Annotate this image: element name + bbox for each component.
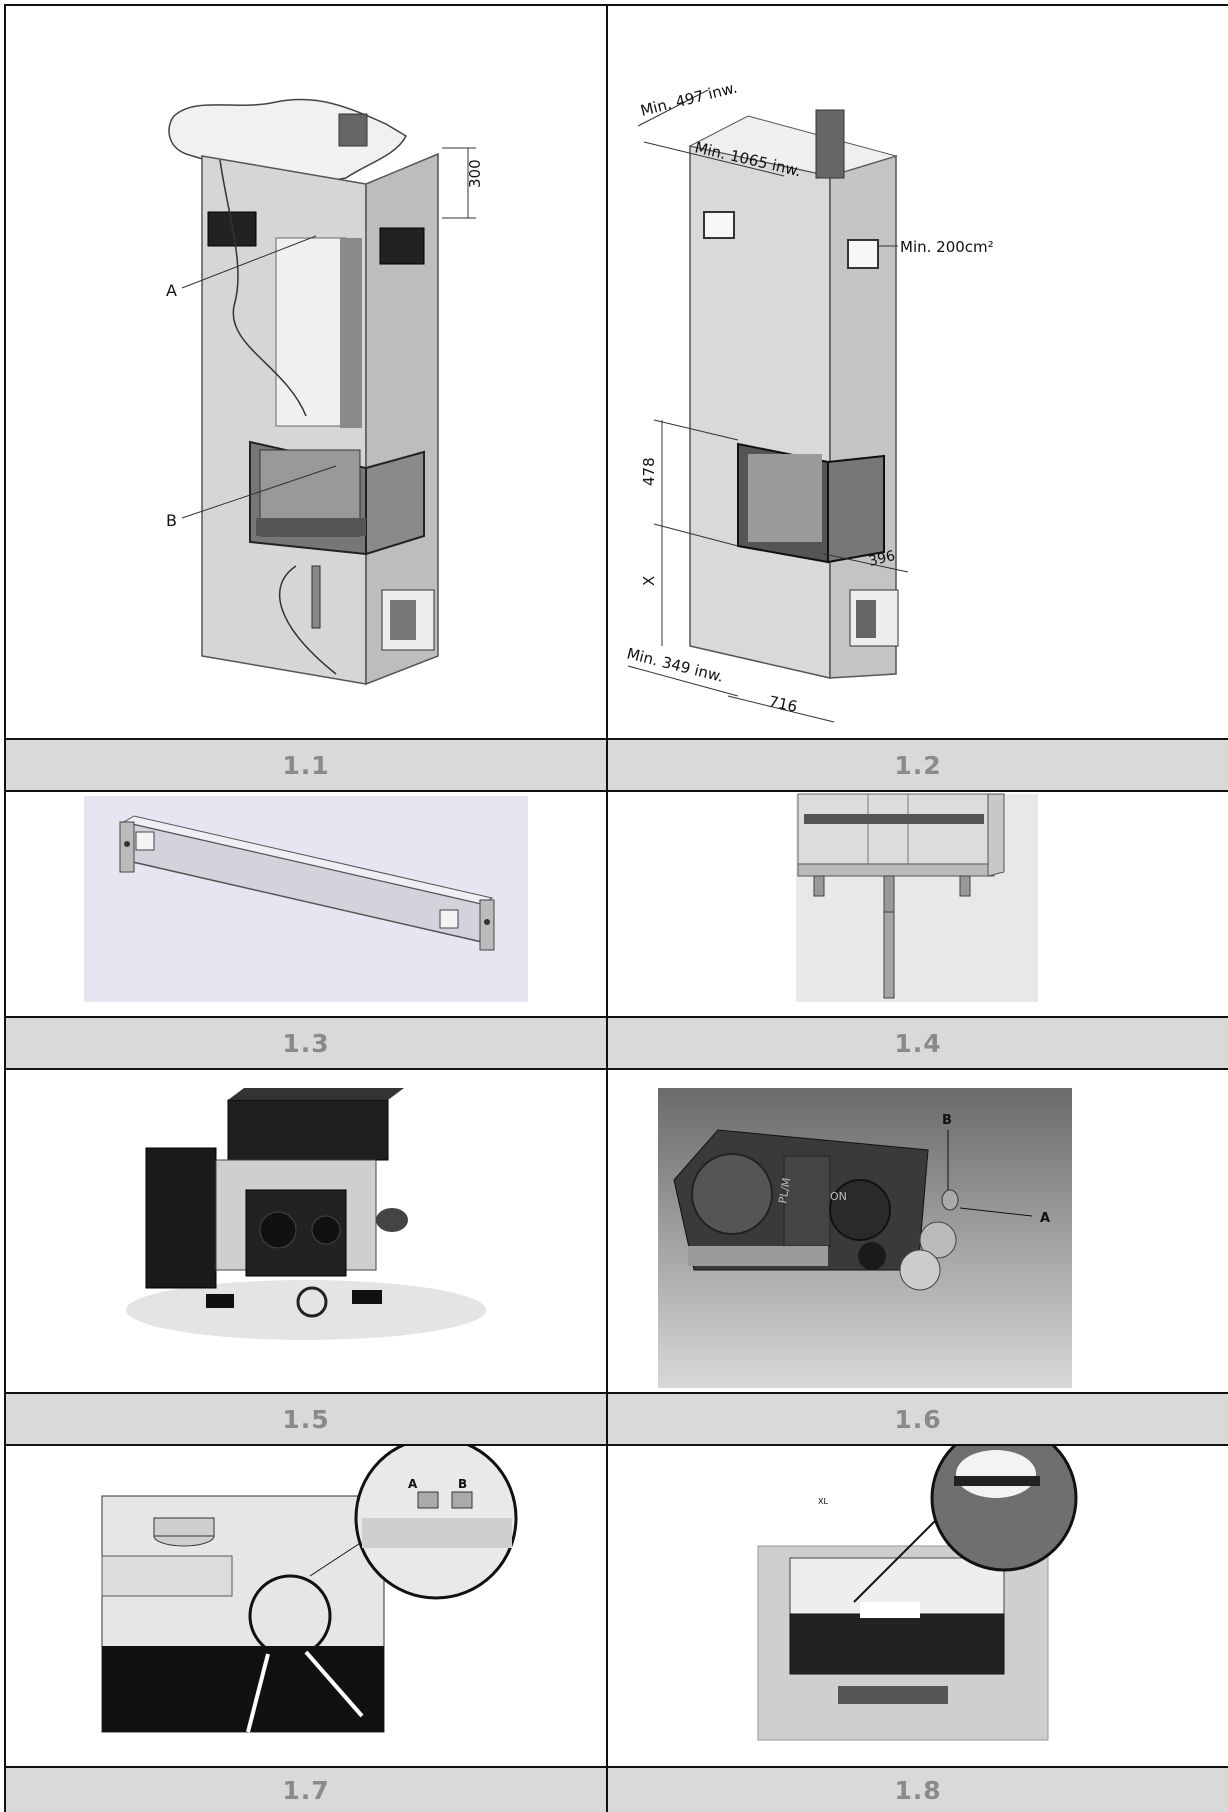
figure-1-3 (6, 792, 606, 1016)
figure-caption: 1.7 (6, 1768, 606, 1812)
figure-1-2: Min. 200cm² 478 X Min. 497 inw. Min. 106… (608, 6, 1228, 738)
grid-border-left (4, 4, 6, 1812)
grid-divider (4, 1444, 1228, 1446)
figure-grid: 300 A B Min. 200cm² (4, 4, 1228, 1812)
label-b: B (458, 1477, 467, 1491)
label-b: B (166, 511, 177, 530)
label-a: A (408, 1477, 418, 1491)
figure-caption: 1.4 (608, 1018, 1228, 1068)
figure-caption: 1.8 (608, 1768, 1228, 1812)
grid-divider (4, 1016, 1228, 1018)
dim-label-300: 300 (466, 159, 484, 188)
vent-label: Min. 200cm² (900, 238, 994, 256)
figure-caption: 1.6 (608, 1394, 1228, 1444)
valve-text-2: ON (830, 1190, 847, 1203)
side-label: 396 (867, 548, 897, 570)
grid-divider (4, 1392, 1228, 1394)
label-a: A (1040, 1211, 1050, 1226)
figure-caption: 1.5 (6, 1394, 606, 1444)
figure-1-4 (608, 792, 1228, 1016)
valve-text-1: PL/M (776, 1177, 793, 1205)
label-b: B (942, 1113, 952, 1128)
figure-1-1: 300 A B (6, 6, 606, 738)
x-label: X (640, 576, 658, 586)
figure-1-6: PL/M ON B A (608, 1070, 1228, 1392)
grid-divider (4, 1068, 1228, 1070)
grid-divider (4, 1766, 1228, 1768)
figure-1-7: A B (6, 1446, 606, 1766)
figure-caption: 1.3 (6, 1018, 606, 1068)
grid-divider (4, 790, 1228, 792)
model-label: XL (818, 1497, 828, 1506)
grid-border-top (4, 4, 1228, 6)
grid-divider-vertical (606, 4, 608, 1812)
label-a: A (166, 281, 177, 300)
bottom-width-label: 716 (767, 692, 799, 716)
figure-1-5 (6, 1070, 606, 1392)
height-label: 478 (640, 457, 658, 486)
figure-1-8: XL (608, 1446, 1228, 1766)
grid-divider (4, 738, 1228, 740)
depth-label: Min. 497 inw. (639, 78, 739, 119)
figure-caption: 1.1 (6, 740, 606, 790)
figure-caption: 1.2 (608, 740, 1228, 790)
